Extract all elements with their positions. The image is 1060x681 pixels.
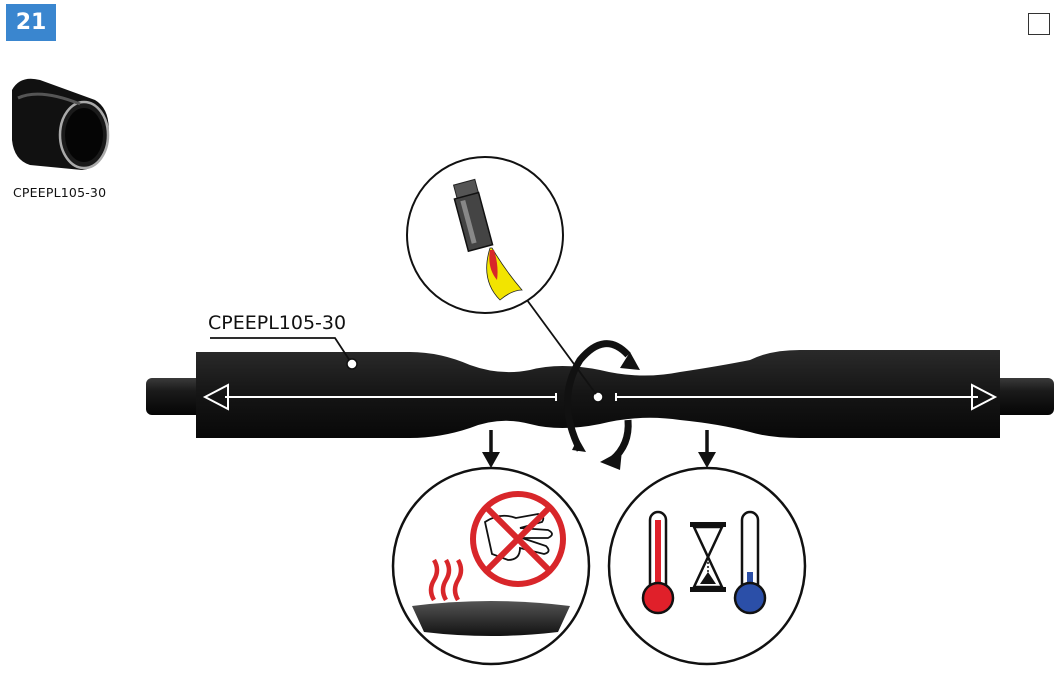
do-not-touch-hot-circle [391,466,591,666]
heat-waves-icon [428,558,464,602]
part-code-label: CPEEPL105-30 [13,185,107,200]
cool-down-wait-circle [607,466,807,666]
down-arrow-left [482,430,500,468]
torch-detail-circle [406,156,597,395]
step-number-badge: 21 [6,4,56,41]
cold-thermometer-icon [733,510,767,615]
part-callout-leader [210,337,358,370]
down-arrow-right [698,430,716,468]
shrink-direction-arrows [202,383,998,411]
no-touch-icon [470,491,566,587]
heating-start-point [592,391,604,403]
rotate-heating-arrows [564,340,640,470]
sleeve-callout-label: CPEEPL105-30 [208,312,347,334]
hourglass-icon [690,522,726,592]
part-tube-thumbnail [12,78,110,170]
step-checkbox[interactable] [1028,13,1050,35]
torch-icon [452,178,523,301]
hot-thermometer-icon [641,510,675,615]
